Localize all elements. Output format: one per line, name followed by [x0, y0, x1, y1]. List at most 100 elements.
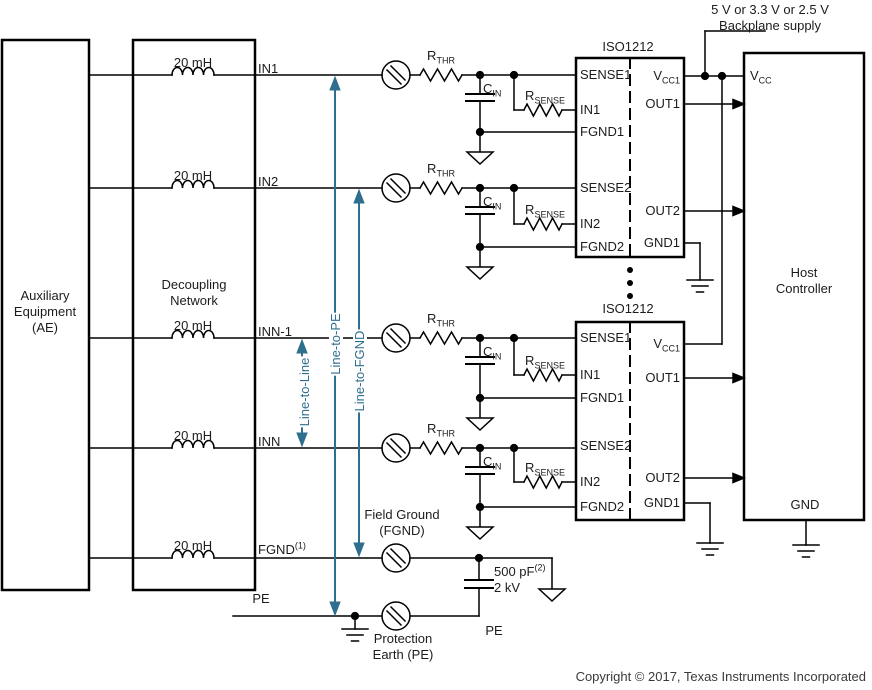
inductor-value-4: 20 mH	[173, 428, 213, 443]
connector-terminal-icon	[381, 433, 411, 463]
cap500-value: 500 pF(2)	[494, 562, 546, 579]
cap500-rating: 2 kV	[494, 580, 521, 595]
supply-rail	[683, 30, 766, 345]
resistor-rthr	[418, 440, 464, 456]
rsense-label-4: RSENSE	[525, 460, 565, 478]
chip1-pin-out2: OUT2	[645, 203, 680, 218]
capacitor-cin	[465, 337, 495, 399]
chip1-pin-gnd1: GND1	[643, 235, 680, 250]
resistor-rthr	[418, 330, 464, 346]
field-ground-icon	[465, 417, 495, 432]
protection-earth-text-2: Earth (PE)	[372, 647, 434, 662]
decoupling-network-box	[131, 38, 257, 592]
wire-label-fgnd: FGND(1)	[258, 540, 306, 557]
chip2-pin-vcc1: VCC1	[653, 336, 680, 354]
protection-earth-text-1: Protection	[373, 631, 433, 646]
host-pin-vcc: VCC	[750, 68, 772, 86]
inductor-value-1: 20 mH	[173, 55, 213, 70]
inductor-value-2: 20 mH	[173, 168, 213, 183]
aux-equipment-box	[0, 38, 91, 592]
chip2-pin-fgnd2: FGND2	[580, 499, 625, 514]
resistor-rthr	[418, 67, 464, 83]
chip1-pin-fgnd2: FGND2	[580, 239, 625, 254]
field-ground-icon	[465, 266, 495, 281]
arrowhead-icon	[732, 98, 746, 110]
chip1-pin-fgnd1: FGND1	[580, 124, 625, 139]
resistor-rsense	[513, 447, 577, 490]
input-channel-4	[88, 433, 577, 541]
rthr-label-4: RTHR	[427, 421, 455, 439]
inductor-symbol	[171, 549, 215, 559]
iso1212-chip-2	[574, 320, 686, 522]
rthr-label-1: RTHR	[427, 48, 455, 66]
earth-ground-icon	[696, 542, 724, 556]
chip1-pin-sense2: SENSE2	[580, 180, 632, 195]
cin-label-2: CIN	[483, 194, 502, 212]
chip2-pin-sense2: SENSE2	[580, 438, 632, 453]
resistor-rsense	[513, 74, 577, 118]
chip2-pin-gnd1: GND1	[643, 495, 680, 510]
inductor-value-5: 20 mH	[173, 538, 213, 553]
input-channel-1	[88, 60, 577, 166]
decoupling-title-1: Decoupling	[161, 277, 227, 292]
connector-terminal-icon	[381, 601, 411, 631]
connector-terminal-icon	[381, 323, 411, 353]
inductor-symbol	[171, 439, 215, 449]
rsense-label-1: RSENSE	[525, 88, 565, 106]
rthr-label-2: RTHR	[427, 161, 455, 179]
out-wires	[683, 98, 746, 484]
connector-terminal-icon	[381, 173, 411, 203]
capacitor-cin	[465, 447, 495, 508]
copyright-text: Copyright © 2017, Texas Instruments Inco…	[575, 669, 866, 684]
wire-label-in2: IN2	[258, 174, 279, 189]
wire-label-innm1: INN-1	[258, 324, 292, 339]
decoupling-title-2: Network	[170, 293, 218, 308]
connector-terminal-icon	[381, 60, 411, 90]
input-channel-2	[88, 173, 577, 281]
wire-label-inn: INN	[258, 434, 281, 449]
chip1-pin-in2: IN2	[580, 216, 601, 231]
iso1212-chip-1	[574, 56, 686, 259]
chip2-pin-out2: OUT2	[645, 470, 680, 485]
cin-label-3: CIN	[483, 344, 502, 362]
inductor-value-3: 20 mH	[173, 318, 213, 333]
aux-box-title-1: Auxiliary	[20, 288, 70, 303]
cin-label-4: CIN	[483, 454, 502, 472]
resistor-rsense	[513, 187, 577, 232]
pe-cap-label: PE	[485, 623, 503, 638]
rsense-label-2: RSENSE	[525, 202, 565, 220]
chip1-gnd	[683, 242, 714, 293]
arrowhead-icon	[732, 372, 746, 384]
field-ground-icon	[465, 526, 495, 541]
chip1-pin-sense1: SENSE1	[580, 67, 632, 82]
chip1-title: ISO1212	[602, 39, 654, 54]
chip1-pin-out1: OUT1	[645, 96, 680, 111]
chip2-pin-in2: IN2	[580, 474, 601, 489]
connector-terminal-icon	[381, 543, 411, 573]
chip1-pin-in1: IN1	[580, 102, 601, 117]
host-controller-box	[742, 51, 866, 522]
capacitor-cin	[465, 74, 495, 133]
line-to-fgnd-label: Line-to-FGND	[352, 329, 367, 413]
arrowhead-icon	[732, 205, 746, 217]
fgnd-line	[88, 543, 567, 617]
cin-label-1: CIN	[483, 81, 502, 99]
chip2-gnd	[683, 502, 724, 556]
capacitor-500pf	[464, 557, 494, 617]
inductor-symbol	[171, 179, 215, 189]
host-pin-gnd: GND	[790, 497, 820, 512]
rthr-label-3: RTHR	[427, 311, 455, 329]
earth-ground-icon	[341, 628, 369, 642]
chip2-pin-out1: OUT1	[645, 370, 680, 385]
chip2-title: ISO1212	[602, 301, 654, 316]
resistor-rsense	[513, 337, 577, 383]
aux-box-title-2: Equipment	[13, 304, 77, 319]
arrowhead-icon	[732, 472, 746, 484]
chip2-pin-in1: IN1	[580, 367, 601, 382]
aux-box-title-3: (AE)	[32, 320, 58, 335]
supply-text-line2: Backplane supply	[719, 18, 821, 33]
line-to-pe-label: Line-to-PE	[328, 312, 343, 376]
pe-line	[232, 601, 480, 642]
